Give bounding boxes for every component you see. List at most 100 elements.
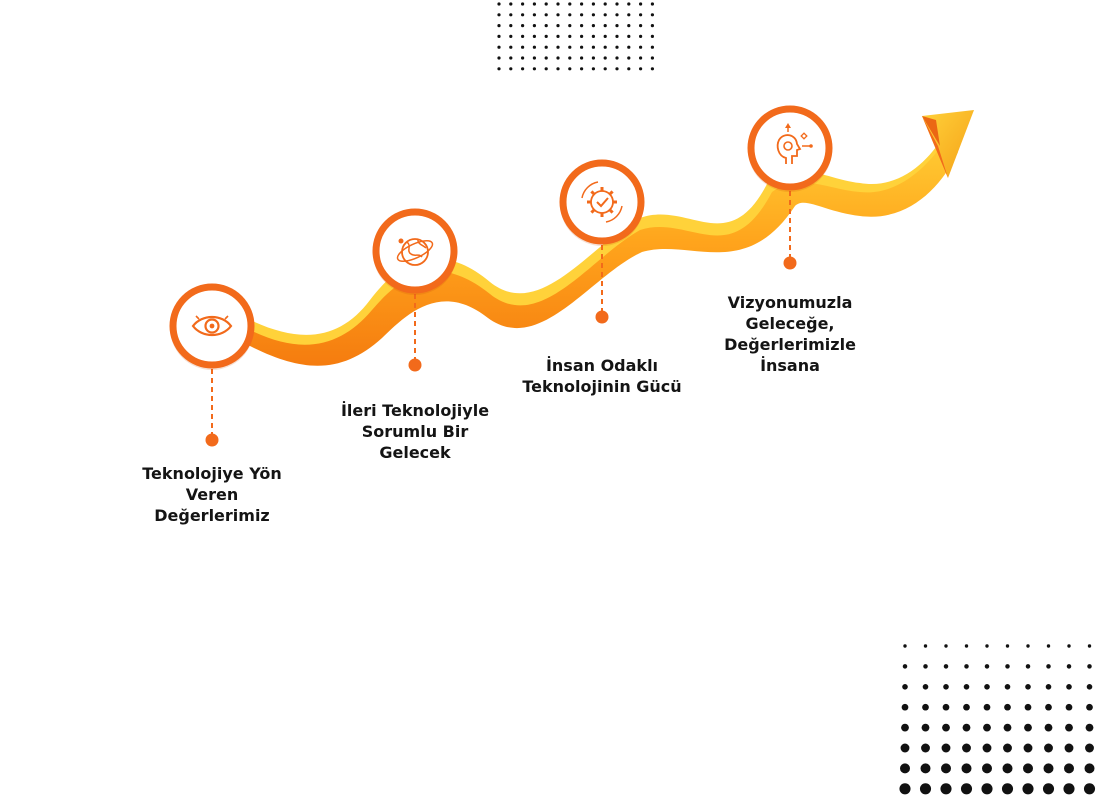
dot [556, 24, 560, 28]
dot [497, 67, 501, 71]
dot [983, 723, 991, 732]
dot [521, 56, 525, 60]
dot [556, 2, 560, 6]
dot [962, 743, 971, 753]
dot [556, 56, 560, 60]
step-label-line: Gelecek [379, 443, 451, 462]
dot [532, 2, 537, 6]
globe-orbit-icon [396, 238, 434, 266]
dot [591, 24, 596, 28]
dot [509, 45, 513, 49]
dot [603, 56, 607, 60]
step-label-line: Teknolojinin Gücü [522, 377, 682, 396]
dot [900, 743, 910, 753]
dot [943, 664, 949, 669]
dot [639, 67, 643, 71]
head-gear-icon [776, 123, 813, 164]
timeline-step [747, 105, 833, 270]
dot [1042, 783, 1055, 795]
dot [1044, 723, 1053, 732]
dot [509, 56, 513, 60]
eye-icon [191, 315, 233, 337]
dot [922, 703, 929, 711]
dot [650, 56, 655, 60]
dot [532, 13, 537, 17]
dot [982, 763, 992, 774]
dot [580, 56, 584, 60]
dot [650, 34, 655, 39]
dot [942, 703, 950, 711]
dot [983, 703, 991, 711]
dot [615, 24, 619, 28]
dot [603, 24, 607, 28]
step-label-line: Değerlerimiz [154, 506, 270, 525]
dot [901, 703, 909, 711]
step-label-line: İleri Teknolojiyle [340, 401, 490, 420]
dot [627, 45, 631, 49]
dot [497, 24, 501, 28]
dot [985, 644, 989, 648]
dot [944, 644, 948, 648]
dot [963, 703, 970, 711]
dot [544, 24, 548, 28]
dot [1045, 703, 1052, 711]
dot [943, 684, 949, 690]
dot [1045, 684, 1052, 690]
dot [963, 684, 970, 690]
dot [532, 34, 537, 39]
dot [591, 67, 596, 71]
dot [1065, 723, 1073, 732]
dot [1023, 743, 1033, 753]
dot [615, 2, 619, 6]
timeline-step [372, 208, 458, 372]
dot [900, 763, 910, 774]
dot [532, 45, 537, 49]
dot [591, 2, 596, 6]
dot [603, 45, 607, 49]
dot [544, 13, 548, 17]
dot [639, 2, 643, 6]
dot [984, 664, 990, 669]
dot [591, 45, 596, 49]
dot [497, 34, 501, 39]
dot [509, 24, 513, 28]
dot [615, 67, 619, 71]
dot [521, 13, 525, 17]
dot [1084, 763, 1095, 774]
dot [964, 664, 969, 669]
dot [1065, 703, 1073, 711]
dot [1067, 644, 1071, 648]
dot [568, 56, 572, 60]
step-label-line: Vizyonumuzla [727, 293, 853, 312]
dot [509, 13, 513, 17]
dot [627, 67, 631, 71]
dot [603, 34, 607, 39]
dot [1064, 763, 1074, 774]
dot [1086, 684, 1093, 690]
dot [639, 56, 643, 60]
dot [532, 67, 537, 71]
dot [556, 45, 560, 49]
dot [615, 56, 619, 60]
connector-dot [408, 358, 422, 372]
dot [960, 783, 973, 795]
dot [603, 2, 607, 6]
dot [580, 24, 584, 28]
dot [1043, 763, 1054, 774]
dot [627, 34, 631, 39]
dot [1064, 743, 1074, 753]
dot [532, 24, 537, 28]
dot [1022, 783, 1034, 795]
dot [568, 67, 572, 71]
step-circle [747, 105, 833, 191]
dot [982, 743, 992, 753]
gear-check-icon [581, 181, 623, 223]
dot [902, 684, 908, 690]
dot [1004, 703, 1011, 711]
dot [639, 24, 643, 28]
dot [591, 13, 596, 17]
dot [1005, 644, 1010, 648]
